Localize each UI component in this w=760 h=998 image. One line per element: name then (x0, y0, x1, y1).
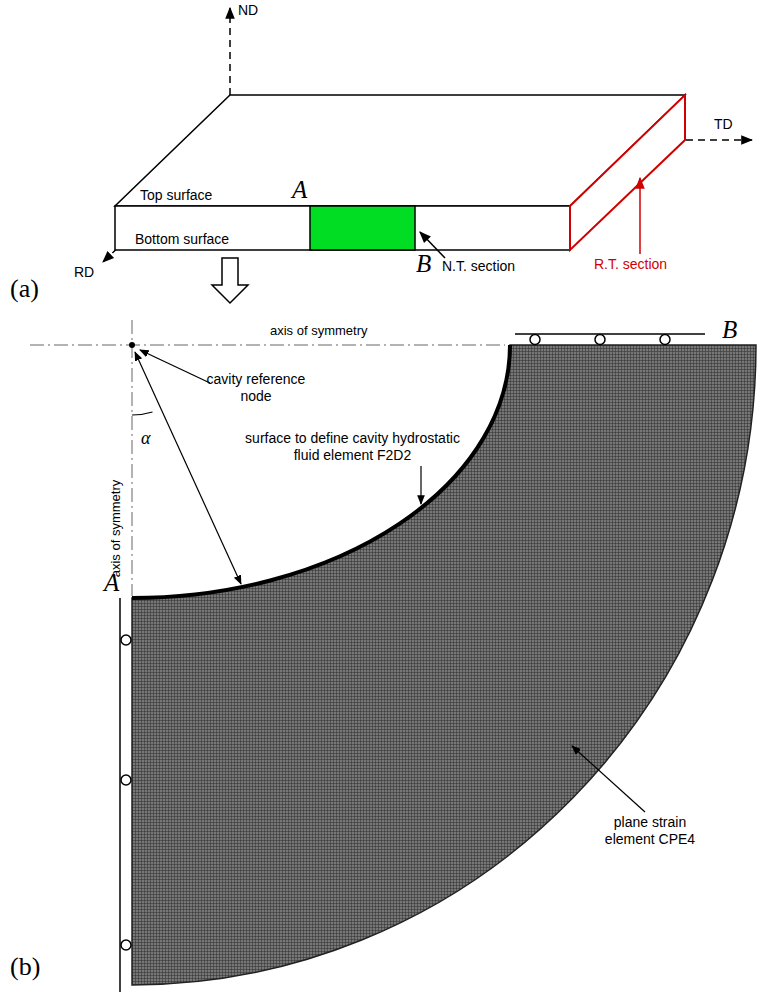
callout-text: cavity reference node (205, 371, 307, 405)
axis-label: RD (74, 264, 94, 281)
callout-text: surface to define cavity hydrostatic flu… (245, 430, 460, 464)
hollow-arrow (212, 258, 248, 303)
fe-model (30, 320, 756, 992)
roller (660, 335, 670, 345)
mesh-region (132, 345, 756, 985)
face-label: Bottom surface (135, 231, 229, 248)
nd-axis (229, 8, 231, 95)
rt-section (570, 95, 685, 250)
symmetry-axis (132, 320, 133, 596)
point-label: A (292, 176, 307, 204)
point-label: B (722, 316, 737, 344)
leader-line (140, 350, 210, 383)
angle-label: α (141, 424, 150, 452)
panel-label: (a) (10, 274, 39, 304)
roller (121, 635, 131, 645)
leader-line (572, 746, 645, 812)
reference-node (129, 342, 135, 348)
roller-support (119, 598, 121, 992)
nt-section (310, 206, 415, 250)
leader-line (420, 466, 421, 504)
roller (121, 940, 131, 950)
panel-label: (b) (10, 952, 40, 982)
axis-label: TD (714, 116, 733, 133)
section-label: R.T. section (594, 256, 667, 273)
section-label: N.T. section (442, 258, 515, 275)
axis-label: axis of symmetry (270, 322, 368, 339)
roller (595, 335, 605, 345)
roller-support (515, 333, 705, 335)
symmetry-axis (30, 345, 505, 346)
axis-label: axis of symmetry (107, 479, 124, 577)
callout-text: plane strain element CPE4 (600, 814, 700, 848)
front-face (115, 206, 570, 250)
point-label: B (416, 250, 431, 278)
plate-sketch (103, 8, 752, 262)
cavity-surface (132, 345, 510, 598)
roller (530, 335, 540, 345)
axis-label: ND (238, 2, 258, 19)
roller (121, 775, 131, 785)
face-label: Top surface (140, 187, 212, 204)
angle-arc (132, 412, 153, 415)
leader-line (639, 178, 641, 254)
point-label: A (104, 569, 119, 597)
